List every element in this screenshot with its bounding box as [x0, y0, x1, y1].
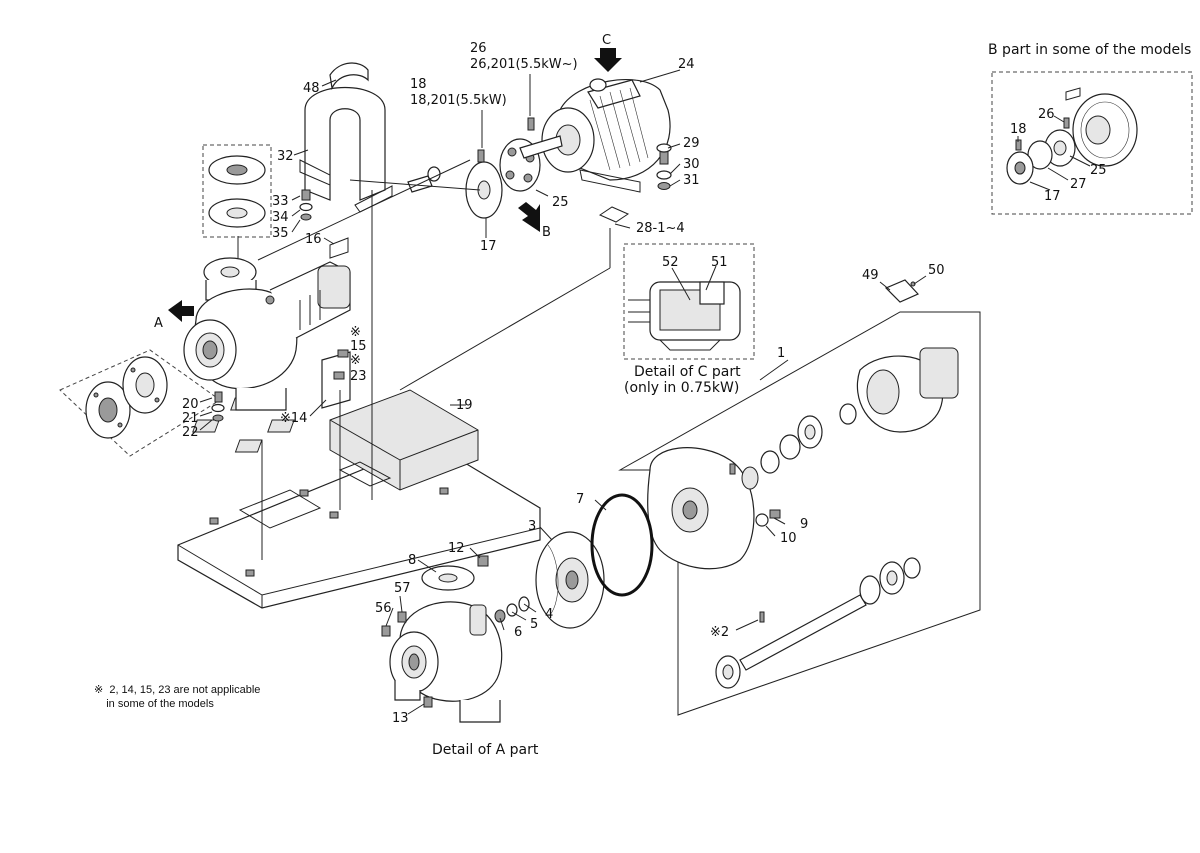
motor [519, 78, 671, 193]
caption-a-part: Detail of A part [432, 742, 539, 758]
arrow-b-label: B [542, 225, 551, 240]
label-32: 32 [277, 149, 294, 164]
inset-b-label-26: 26 [1038, 107, 1055, 122]
pump-assembly [183, 257, 351, 411]
label-31: 31 [683, 173, 700, 188]
label-12: 12 [448, 541, 465, 556]
label-2: ※2 [710, 625, 729, 640]
label-33: 33 [272, 194, 289, 209]
caption-b-part: B part in some of the models [988, 42, 1191, 58]
label-10: 10 [780, 531, 797, 546]
small-parts [211, 189, 351, 422]
inset-b-label-25: 25 [1090, 163, 1107, 178]
label-28: 28-1~4 [636, 221, 685, 236]
coupling-parts [407, 117, 541, 219]
coupling-guard [299, 62, 393, 213]
leader-lines [199, 69, 1091, 715]
detail-c-inset [623, 243, 755, 360]
captions: B part in some of the models Detail of C… [94, 42, 1191, 758]
rotating-assembly [618, 311, 981, 716]
label-9: 9 [800, 517, 808, 532]
label-3: 3 [528, 519, 536, 534]
caption-c-part-line2: (only in 0.75kW) [624, 380, 739, 396]
label-30: 30 [683, 157, 700, 172]
label-48: 48 [303, 81, 320, 96]
inset-b-label-18: 18 [1010, 122, 1027, 137]
label-14: ※14 [280, 411, 307, 426]
arrow-c-label: C [602, 33, 611, 48]
label-7: 7 [576, 492, 584, 507]
arrow-a [168, 300, 194, 322]
flange-set-top [202, 144, 272, 238]
label-16: 16 [305, 232, 322, 247]
label-23: 23 [350, 369, 367, 384]
label-23-mark: ※ [350, 353, 361, 368]
part-labels: 1 ※2 3 4 5 6 7 8 9 10 12 13 ※14 ※ 15 16 … [154, 33, 1107, 726]
label-22: 22 [182, 425, 199, 440]
label-4: 4 [545, 607, 553, 622]
inset-b-label-17: 17 [1044, 189, 1061, 204]
arrow-b [518, 202, 540, 232]
impeller [535, 531, 605, 629]
label-56: 56 [375, 601, 392, 616]
inset-b-label-27: 27 [1070, 177, 1087, 192]
label-15: 15 [350, 339, 367, 354]
label-34: 34 [272, 210, 289, 225]
footnote-line2: in some of the models [94, 698, 214, 710]
nameplate [884, 279, 920, 303]
footnote-line1: ※ 2, 14, 15, 23 are not applicable [94, 684, 260, 696]
label-26: 26 [470, 41, 487, 56]
label-25: 25 [552, 195, 569, 210]
label-51: 51 [711, 255, 728, 270]
label-19: 19 [456, 398, 473, 413]
label-57: 57 [394, 581, 411, 596]
label-13: 13 [392, 711, 409, 726]
caption-c-part-line1: Detail of C part [634, 364, 741, 380]
label-24: 24 [678, 57, 695, 72]
b-part-inset [991, 71, 1193, 215]
label-17: 17 [480, 239, 497, 254]
label-29: 29 [683, 136, 700, 151]
label-8: 8 [408, 553, 416, 568]
label-6: 6 [514, 625, 522, 640]
label-15-mark: ※ [350, 325, 361, 340]
base-plate [177, 389, 541, 609]
label-52: 52 [662, 255, 679, 270]
label-1: 1 [777, 346, 785, 361]
label-20: 20 [182, 397, 199, 412]
label-26b: 26,201(5.5kW~) [470, 57, 578, 72]
flange-set-left [59, 349, 221, 457]
arrow-a-label: A [154, 316, 163, 331]
label-21: 21 [182, 411, 199, 426]
label-18: 18 [410, 77, 427, 92]
label-35: 35 [272, 226, 289, 241]
label-50: 50 [928, 263, 945, 278]
arrow-c [594, 48, 622, 72]
label-18b: 18,201(5.5kW) [410, 93, 507, 108]
o-ring [590, 493, 654, 597]
detail-a-part [381, 555, 503, 723]
label-49: 49 [862, 268, 879, 283]
motor-bolts [598, 143, 672, 223]
label-5: 5 [530, 617, 538, 632]
